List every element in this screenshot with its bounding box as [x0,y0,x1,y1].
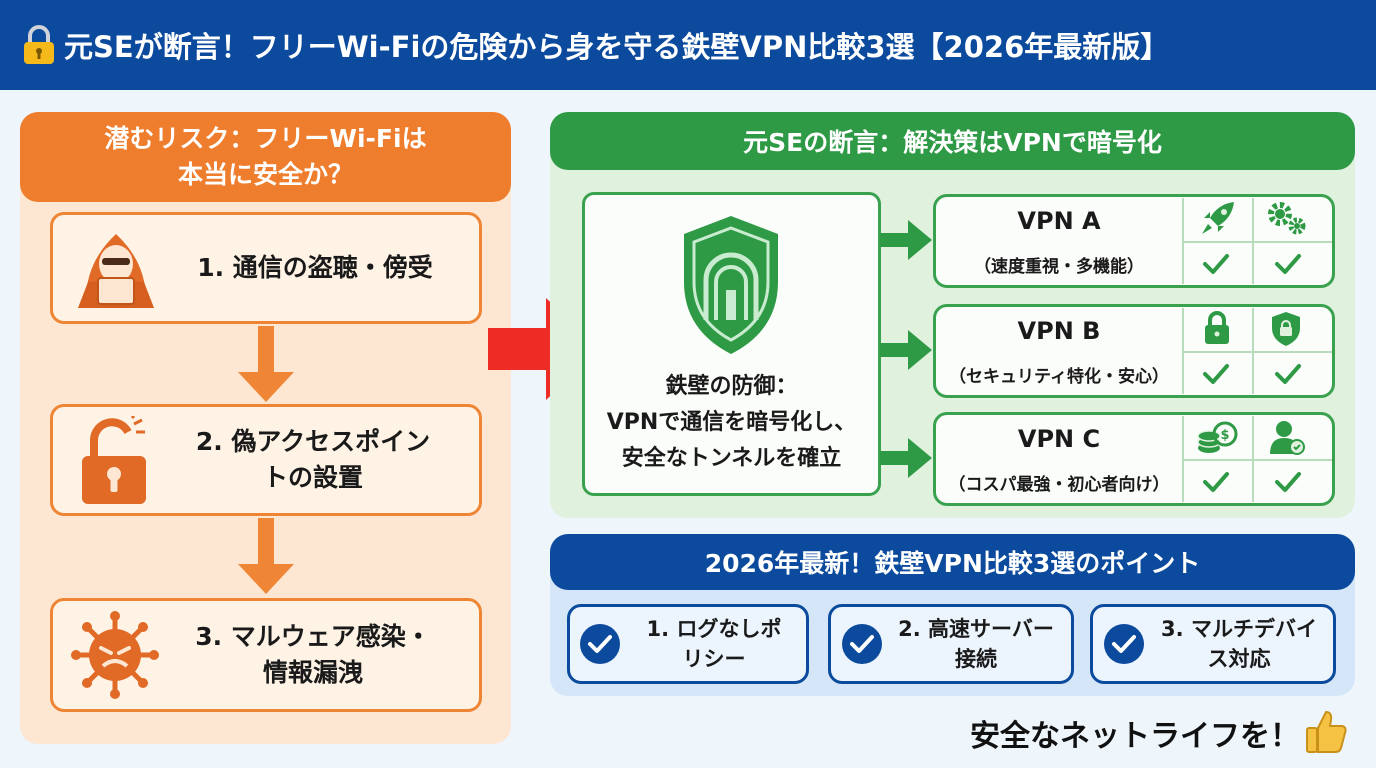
divider [1184,459,1332,461]
point-label: 1. ログなしポリシー [646,617,782,671]
check-icon [1275,472,1301,492]
check-icon [1203,364,1229,384]
check-circle-icon [1104,624,1144,664]
right-arrow-icon [880,220,932,260]
solution-panel-title: 元SEの断言：解決策はVPNで暗号化 [550,112,1355,170]
page-title: 元SEが断言！フリーWi-Fiの危険から身を守る鉄壁VPN比較3選【2026年最… [64,30,1170,64]
risk-item-label: 3. マルウェア感染・情報漏洩 [195,622,431,687]
shield-tunnel-icon [684,216,778,354]
vpn-name: VPN A [1017,207,1101,235]
padlock-icon [1205,311,1229,344]
check-icon [1203,472,1229,492]
shield-description: 鉄壁の防御： VPNで通信を暗号化し、 安全なトンネルを確立 [606,374,857,471]
lock-icon [24,25,54,64]
check-icon [1275,254,1301,274]
vpn-desc: （速度重視・多機能） [974,256,1144,277]
divider [1184,351,1332,353]
right-arrow-icon [880,330,932,370]
gears-icon [1268,202,1306,235]
vpn-card [933,194,1335,288]
points-panel-title: 2026年最新！鉄壁VPN比較3選のポイント [550,534,1355,590]
beginner-user-icon [1270,421,1305,455]
down-arrow-icon [238,326,294,402]
risk-panel-title: 潜むリスク：フリーWi-Fiは本当に安全か？ [20,112,511,202]
vpn-desc: （セキュリティ特化・安心） [949,366,1169,387]
divider [1184,241,1332,243]
vpn-desc: （コスパ最強・初心者向け） [948,474,1170,495]
divider [1182,308,1184,394]
check-circle-icon [580,624,620,664]
vpn-card [933,304,1335,398]
rocket-icon [1202,202,1234,234]
virus-icon [71,611,159,699]
footer-message: 安全なネットライフを！ [970,719,1300,754]
broken-lock-icon [82,416,146,504]
check-icon [1275,364,1301,384]
right-arrow-icon [880,438,932,478]
vpn-name: VPN B [1017,317,1101,345]
check-icon [1203,254,1229,274]
header-bar [0,0,1376,90]
shield-lock-icon [1272,312,1300,346]
svg-text:$: $ [1220,428,1229,443]
risk-item-label: 1. 通信の盗聴・傍受 [197,253,433,282]
hacker-icon [78,234,154,308]
point-label: 3. マルチデバイス対応 [1161,617,1317,671]
vpn-name: VPN C [1017,425,1101,453]
down-arrow-icon [238,518,294,594]
risk-item-label: 2. 偽アクセスポイントの設置 [195,427,431,492]
divider [1182,416,1184,502]
divider [1182,198,1184,284]
coins-icon: $ [1197,421,1238,453]
thumbs-up-icon [1306,710,1347,753]
point-label: 2. 高速サーバー接続 [898,617,1054,671]
check-circle-icon [842,624,882,664]
